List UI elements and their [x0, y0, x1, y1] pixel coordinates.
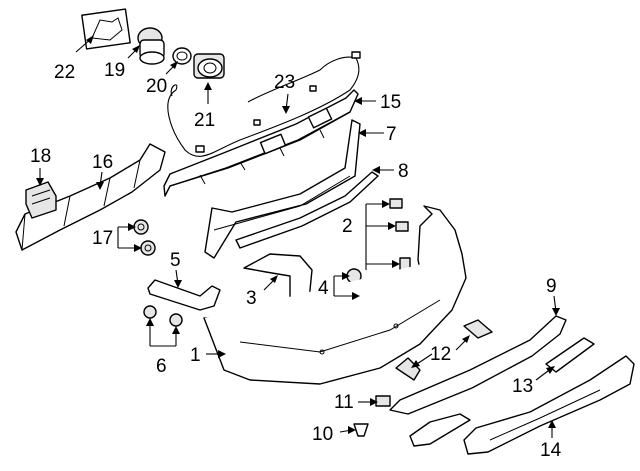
- callout-10: 10: [312, 424, 333, 445]
- part-23-wiring-harness[interactable]: [167, 51, 361, 157]
- part-7-impact-bar[interactable]: [204, 119, 361, 259]
- part-12-brackets[interactable]: [395, 319, 493, 381]
- callout-1: 1: [190, 345, 201, 366]
- callout-16: 16: [92, 152, 113, 173]
- callout-7: 7: [386, 124, 397, 145]
- part-20-sensor-ring[interactable]: [172, 47, 192, 65]
- callout-2: 2: [342, 216, 353, 237]
- callout-20: 20: [146, 76, 167, 97]
- callout-labels: 22 19 20 21 23 15 7 8 18 16 17 5 6 1 3 4…: [30, 60, 562, 461]
- leader-lines: [36, 35, 560, 438]
- callout-5: 5: [170, 250, 181, 271]
- part-11-bracket[interactable]: [375, 395, 391, 407]
- part-21-sensor-bracket[interactable]: [193, 53, 225, 79]
- callout-11: 11: [334, 392, 354, 413]
- part-9-valance[interactable]: [389, 315, 567, 415]
- part-8-upper-support[interactable]: [235, 171, 379, 249]
- callout-3: 3: [246, 288, 257, 309]
- callout-22: 22: [54, 62, 75, 83]
- callout-18: 18: [30, 146, 51, 167]
- callout-12: 12: [430, 344, 451, 365]
- callout-8: 8: [398, 161, 409, 182]
- part-16-side-bracket[interactable]: [15, 143, 166, 251]
- callout-15: 15: [380, 92, 401, 113]
- callout-9: 9: [546, 276, 557, 297]
- callout-19: 19: [104, 60, 125, 81]
- part-14-diffuser[interactable]: [463, 355, 635, 455]
- callout-14: 14: [540, 440, 562, 461]
- callout-21: 21: [194, 110, 215, 131]
- callout-17: 17: [92, 228, 113, 249]
- part-1-bumper-cover[interactable]: [203, 205, 467, 385]
- part-19-park-sensor[interactable]: [137, 27, 165, 65]
- part-22-bracket[interactable]: [81, 8, 131, 50]
- callout-23: 23: [274, 72, 295, 93]
- part-2-bolts[interactable]: [389, 198, 411, 271]
- callout-4: 4: [318, 278, 329, 299]
- part-5-lower-bracket[interactable]: [147, 279, 221, 311]
- part-15-energy-absorber[interactable]: [163, 89, 359, 197]
- part-10-clip[interactable]: [353, 423, 369, 437]
- callout-13: 13: [512, 376, 533, 397]
- part-18-guide[interactable]: [25, 181, 57, 219]
- callout-6: 6: [156, 356, 167, 377]
